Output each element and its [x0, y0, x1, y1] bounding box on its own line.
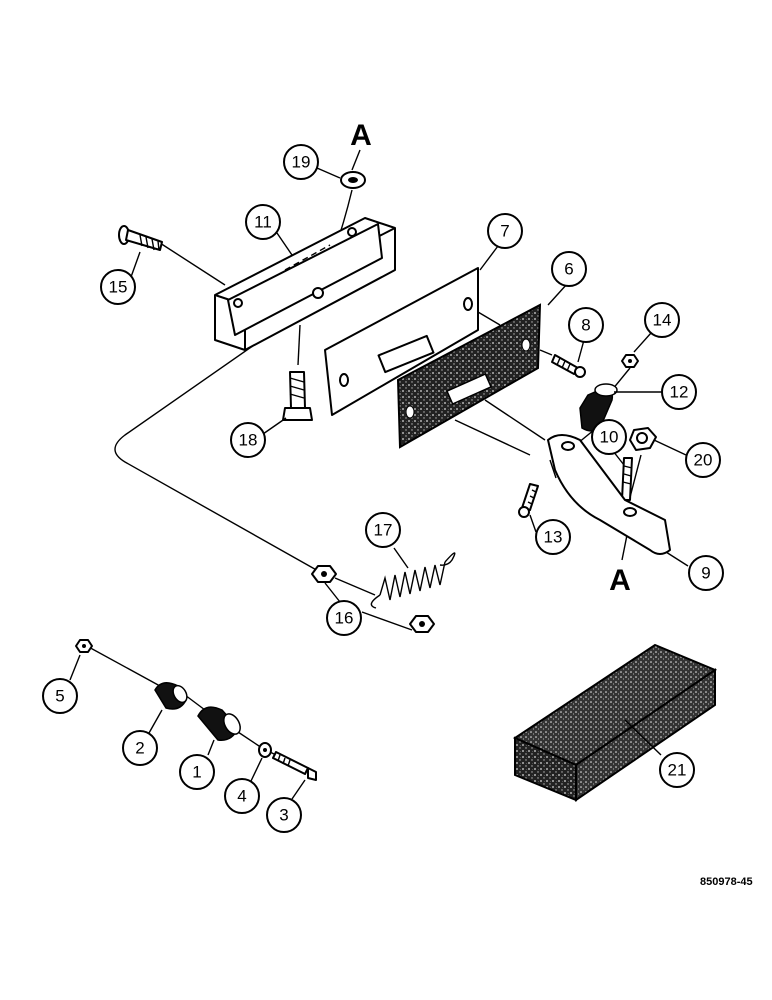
callout-19: 19	[283, 144, 319, 180]
callout-15: 15	[100, 269, 136, 305]
part-5-nut	[75, 639, 93, 653]
callout-label-18: 18	[239, 431, 258, 450]
callout-label-6: 6	[564, 260, 573, 279]
callout-label-1: 1	[192, 763, 201, 782]
callout-label-20: 20	[694, 451, 713, 470]
part-13-bolt	[518, 483, 539, 518]
callout-14: 14	[644, 302, 680, 338]
part-8-bolt	[551, 354, 586, 378]
part-19-washer	[340, 171, 366, 189]
callout-20: 20	[685, 442, 721, 478]
part-11-channel-bracket	[214, 217, 396, 351]
drawing-code: 850978-45	[700, 876, 753, 888]
callout-label-2: 2	[135, 739, 144, 758]
callout-label-19: 19	[292, 153, 311, 172]
callout-9: 9	[688, 555, 724, 591]
part-16-nuts	[311, 565, 435, 633]
section-mark-a-bottom: A	[609, 564, 631, 597]
callout-label-4: 4	[237, 787, 246, 806]
callout-label-13: 13	[544, 528, 563, 547]
callout-label-17: 17	[374, 521, 393, 540]
callout-8: 8	[568, 307, 604, 343]
part-3-bolt	[272, 751, 317, 781]
callout-13: 13	[535, 519, 571, 555]
callout-label-8: 8	[581, 316, 590, 335]
callout-12: 12	[661, 374, 697, 410]
part-10-bolt	[621, 457, 633, 501]
part-6-gasket	[396, 303, 542, 449]
callout-17: 17	[365, 512, 401, 548]
part-15-bolt	[118, 225, 163, 251]
callout-label-11: 11	[254, 213, 272, 232]
part-9-lever	[547, 434, 671, 555]
callout-label-12: 12	[670, 383, 689, 402]
callout-7: 7	[487, 213, 523, 249]
callout-5: 5	[42, 678, 78, 714]
callout-2: 2	[122, 730, 158, 766]
callout-1: 1	[179, 754, 215, 790]
callout-label-10: 10	[600, 428, 619, 447]
callout-6: 6	[551, 251, 587, 287]
part-20-locknut	[629, 427, 657, 451]
callout-label-7: 7	[500, 222, 509, 241]
section-mark-a-top: A	[350, 119, 372, 152]
callout-11: 11	[245, 204, 281, 240]
callout-label-5: 5	[55, 687, 64, 706]
callout-label-15: 15	[109, 278, 128, 297]
callout-3: 3	[266, 797, 302, 833]
part-1-roller	[197, 706, 241, 741]
callout-leaders	[69, 167, 689, 800]
part-14-nut	[621, 354, 639, 368]
callout-label-16: 16	[335, 609, 354, 628]
part-2-bushing	[154, 682, 188, 710]
part-21-block	[512, 643, 718, 802]
callout-21: 21	[659, 752, 695, 788]
callout-10: 10	[591, 419, 627, 455]
callout-label-9: 9	[701, 564, 710, 583]
callout-label-21: 21	[668, 761, 687, 780]
callout-16: 16	[326, 600, 362, 636]
part-18-bolt	[282, 371, 313, 421]
callout-label-14: 14	[653, 311, 672, 330]
part-4-washer	[258, 742, 272, 758]
callout-label-3: 3	[279, 806, 288, 825]
callout-18: 18	[230, 422, 266, 458]
part-7-plate	[324, 267, 479, 416]
part-17-spring	[370, 552, 456, 609]
callout-4: 4	[224, 778, 260, 814]
